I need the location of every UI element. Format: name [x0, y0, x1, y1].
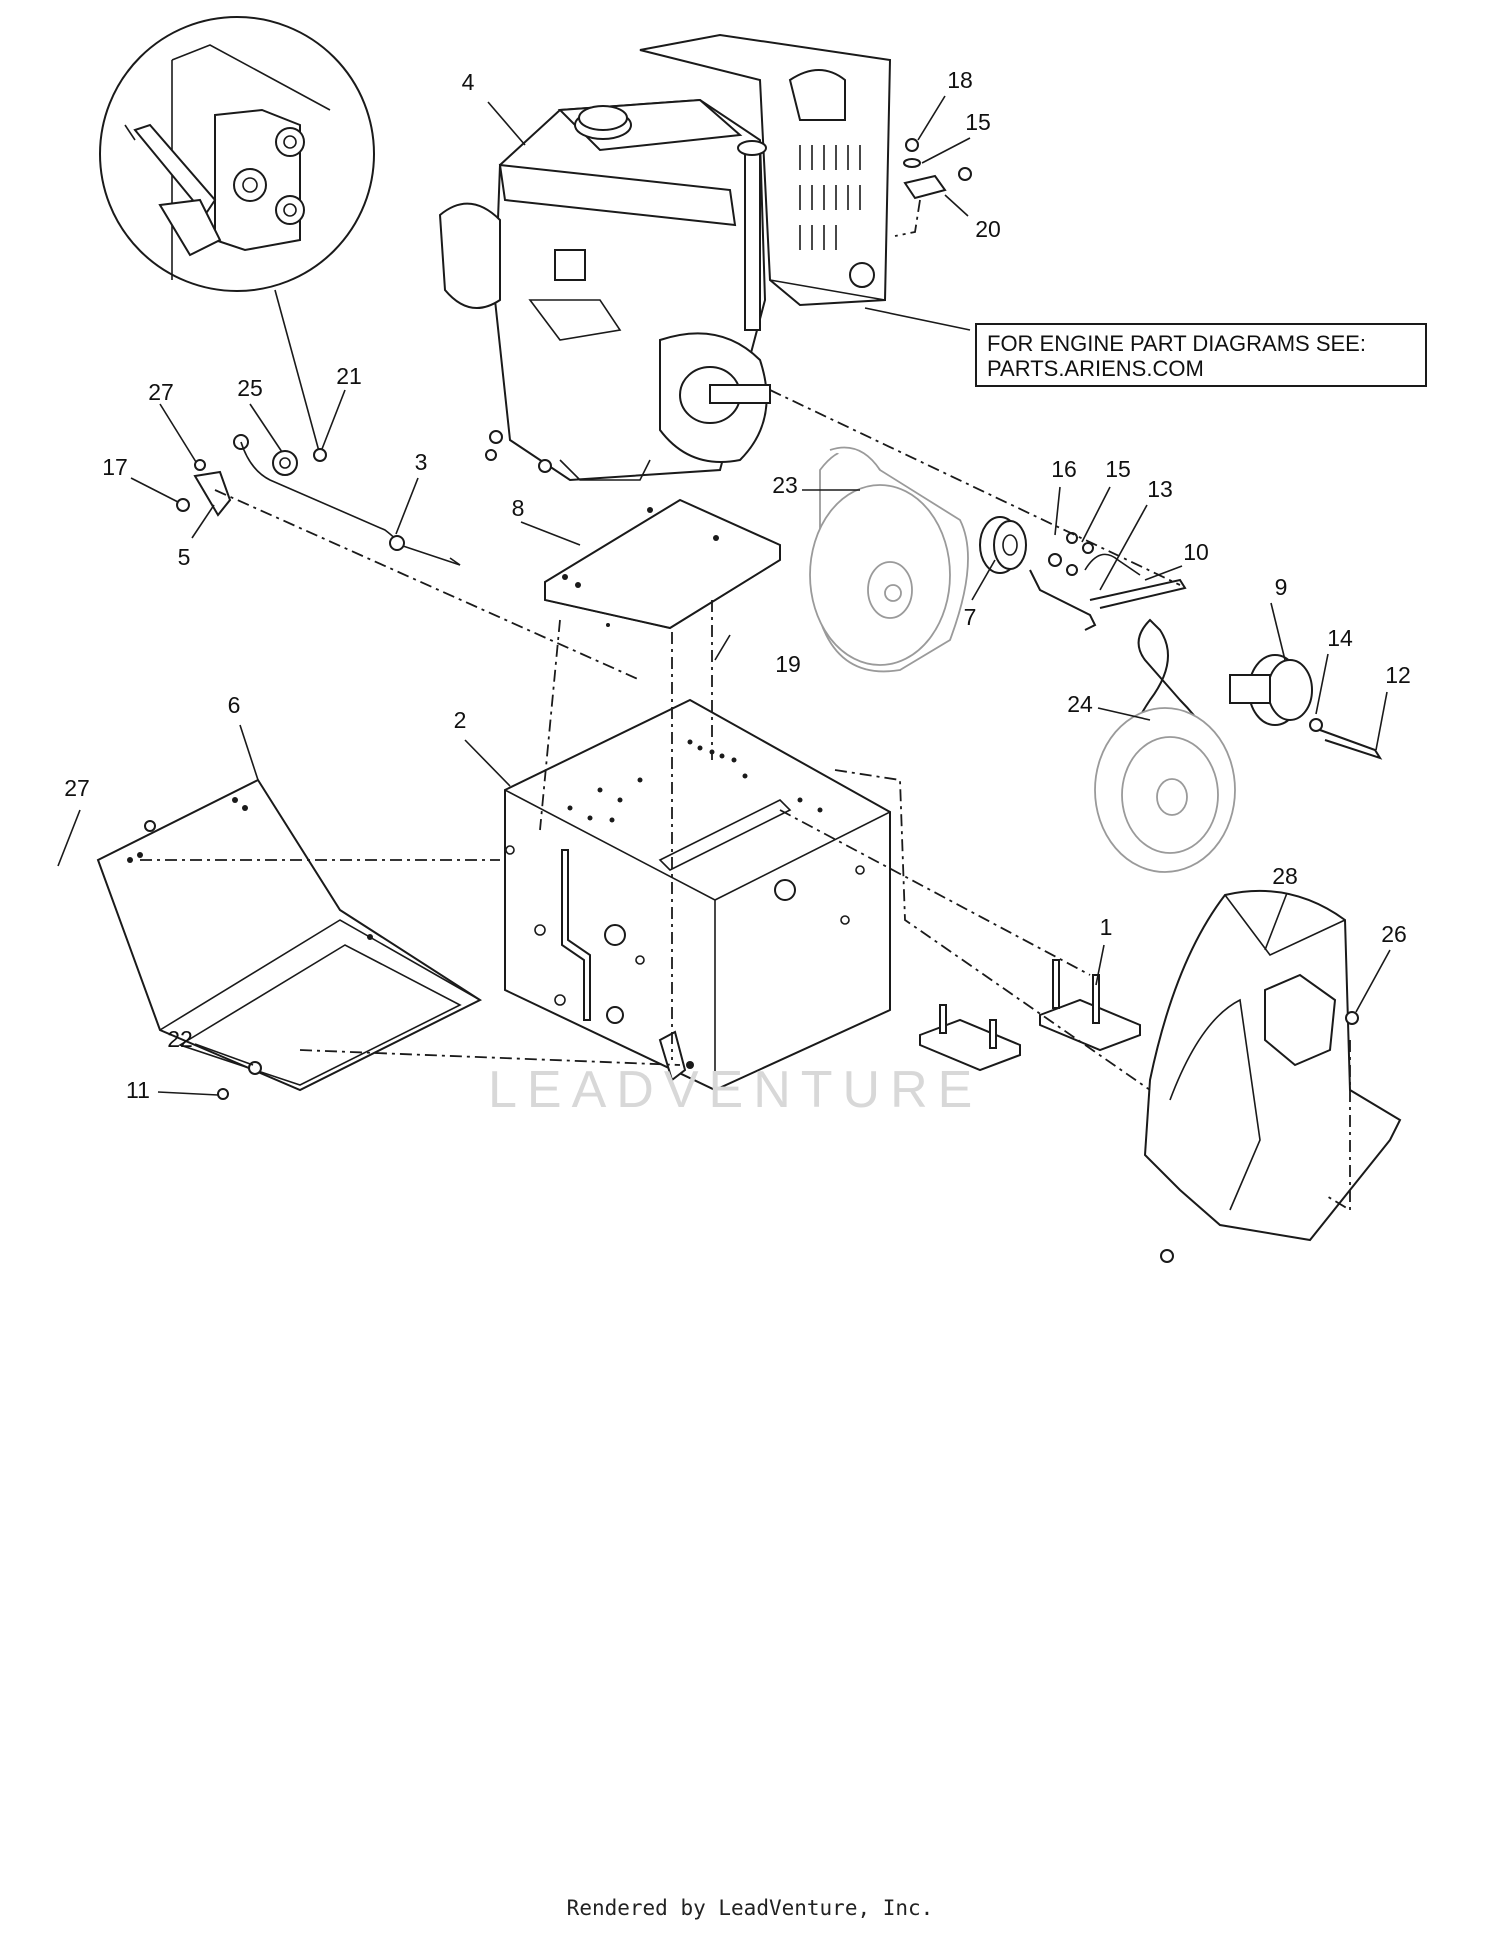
callout-9: 9	[1275, 574, 1288, 600]
callout-4: 4	[462, 69, 475, 95]
callout-28: 28	[1272, 863, 1298, 889]
callout-16: 16	[1051, 456, 1077, 482]
leader-lines	[57, 95, 1391, 1096]
note-line-1: FOR ENGINE PART DIAGRAMS SEE:	[987, 331, 1366, 356]
idler-pulley	[979, 516, 1027, 574]
engine-mount-plate	[544, 498, 781, 630]
callout-23: 23	[772, 472, 798, 498]
frame	[504, 698, 891, 1092]
callout-15-top: 15	[965, 109, 991, 135]
engine-note-box: FOR ENGINE PART DIAGRAMS SEE: PARTS.ARIE…	[975, 323, 1427, 387]
callout-19: 19	[775, 651, 801, 677]
callout-17: 17	[102, 454, 128, 480]
callout-27-top: 27	[148, 379, 174, 405]
callout-12: 12	[1385, 662, 1411, 688]
drive-pulley-ghost	[809, 446, 969, 673]
callout-6: 6	[228, 692, 241, 718]
callout-15-arm: 15	[1105, 456, 1131, 482]
callout-7: 7	[964, 604, 977, 630]
callout-25: 25	[237, 375, 263, 401]
callout-10: 10	[1183, 539, 1209, 565]
callout-3: 3	[415, 449, 428, 475]
idler-arm	[1029, 532, 1187, 631]
bottom-cover	[96, 778, 483, 1100]
callouts: 1 2 3 4 5 6 7 8 9 10 11 12 13 14 15 15 1…	[64, 67, 1411, 1103]
callout-20: 20	[975, 216, 1001, 242]
callout-27-left: 27	[64, 775, 90, 801]
callout-24: 24	[1067, 691, 1093, 717]
watermark: LEADVENTURE	[488, 1061, 983, 1119]
callout-18: 18	[947, 67, 973, 93]
detail-inset	[99, 16, 375, 456]
callout-2: 2	[454, 707, 467, 733]
callout-14: 14	[1327, 625, 1353, 651]
engine-pulley	[1229, 654, 1383, 760]
callout-22: 22	[167, 1026, 193, 1052]
callout-13: 13	[1147, 476, 1173, 502]
assembly-lines	[140, 389, 1351, 1212]
bracket-parts	[919, 959, 1141, 1072]
engine	[438, 33, 892, 482]
callout-8: 8	[512, 495, 525, 521]
fastener-group-top-right	[894, 138, 972, 237]
footer-credit: Rendered by LeadVenture, Inc.	[566, 1896, 934, 1920]
throttle-linkage	[176, 434, 641, 681]
callout-5: 5	[178, 544, 191, 570]
belt	[1094, 618, 1236, 873]
belt-cover	[1143, 889, 1402, 1263]
callout-11: 11	[126, 1077, 150, 1103]
callout-1: 1	[1100, 914, 1113, 940]
callout-21: 21	[336, 363, 362, 389]
note-line-2: PARTS.ARIENS.COM	[987, 356, 1204, 381]
callout-26: 26	[1381, 921, 1407, 947]
